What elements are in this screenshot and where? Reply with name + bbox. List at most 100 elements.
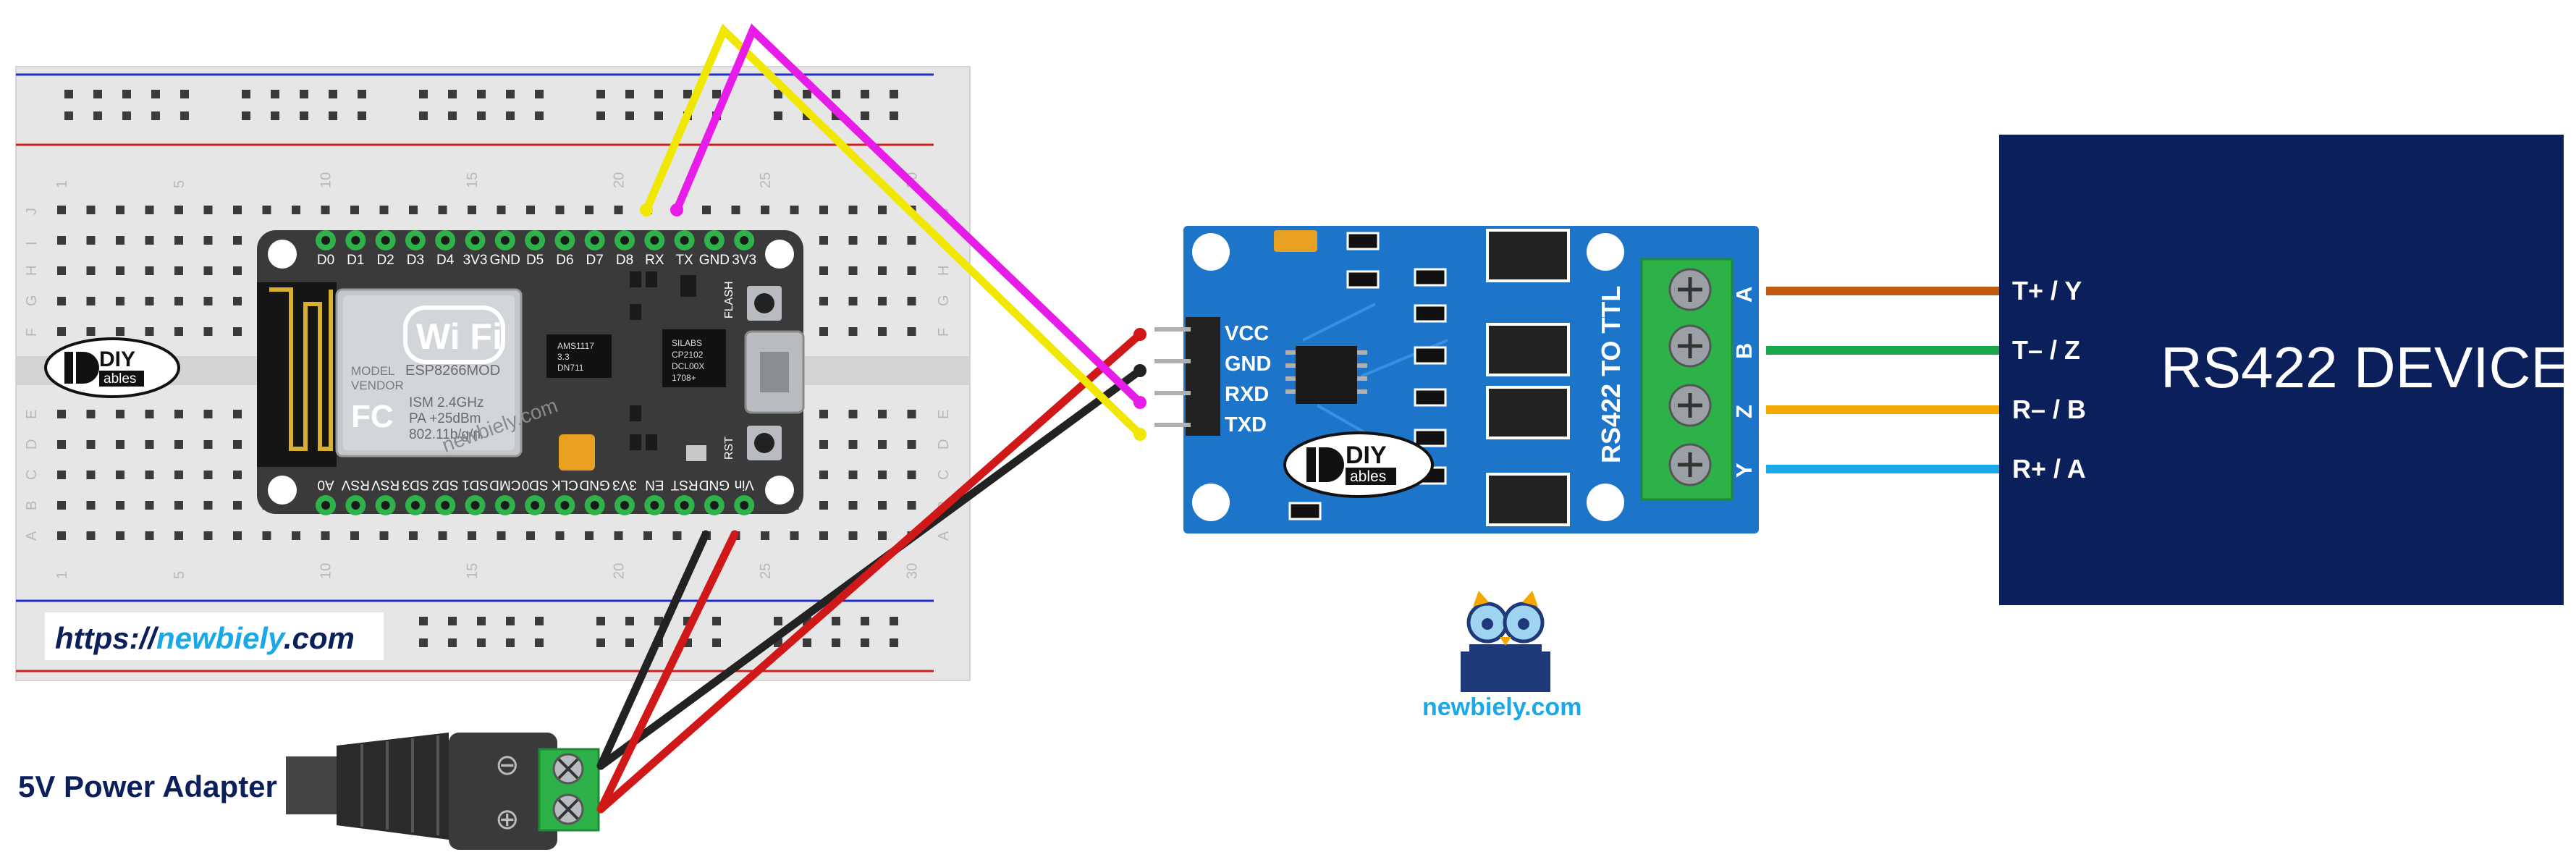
breadboard-hole [848, 471, 858, 479]
diyables-module-sub: ables [1350, 468, 1386, 485]
terminal-b: B [1731, 343, 1757, 359]
breadboard-hole [878, 206, 887, 214]
breadboard-hole [57, 471, 66, 479]
rail-hole [535, 111, 544, 120]
breadboard-hole [848, 327, 858, 336]
rail-hole [122, 90, 131, 98]
column-number: 10 [318, 563, 334, 579]
breadboard-hole [233, 206, 242, 214]
device-wires [1766, 287, 1999, 473]
breadboard-hole [643, 531, 652, 540]
esp-pin-label: Vin [735, 477, 754, 492]
breadboard-hole [878, 531, 887, 540]
rail-hole [448, 638, 457, 647]
breadboard-hole [174, 410, 183, 418]
rail-hole [242, 111, 250, 120]
breadboard-hole [497, 206, 506, 214]
rail-hole [535, 90, 544, 98]
esp-pin-hole [351, 501, 360, 510]
rail-hole [803, 638, 811, 647]
breadboard-hole [848, 297, 858, 305]
rail-hole [596, 111, 605, 120]
breadboard-hole [203, 236, 213, 245]
esp-pin-label: D7 [586, 253, 604, 268]
row-letter: E [936, 410, 952, 419]
breadboard-hole [174, 531, 183, 540]
esp-pin-label: D2 [376, 253, 394, 268]
breadboard-hole [57, 410, 66, 418]
brand-text: newbiely.com [1422, 693, 1582, 721]
breadboard-hole [116, 410, 124, 418]
breadboard-hole [350, 206, 359, 214]
esp-pin-label: TX [675, 253, 693, 268]
rail-hole [712, 638, 721, 647]
device-label-rb: R– / B [2012, 395, 2086, 424]
row-letter: A [24, 531, 40, 541]
esp-pin-hole [590, 501, 599, 510]
breadboard-hole [907, 236, 916, 245]
row-letter: J [24, 208, 40, 215]
rs422-device: RS422 DEVICE T+ / Y T– / Z R– / B R+ / A [1999, 135, 2569, 605]
terminal-y: Y [1731, 463, 1757, 478]
esp-pin-label: CMD [489, 477, 520, 492]
signal-wires [596, 23, 1146, 814]
rail-hole [890, 617, 898, 625]
rail-hole [506, 638, 515, 647]
breadboard-hole [409, 531, 418, 540]
breadboard-hole [174, 266, 183, 275]
url-suffix: .com [284, 621, 355, 655]
esp-pin-label: 3V3 [463, 253, 488, 268]
breadboard-hole [174, 206, 183, 214]
rail-hole [712, 90, 721, 98]
rail-hole [890, 638, 898, 647]
breadboard-hole [848, 440, 858, 449]
breadboard-hole [203, 206, 213, 214]
breadboard-hole [145, 266, 154, 275]
esp-pin-label: GND [699, 477, 730, 492]
column-number: 1 [54, 180, 70, 188]
rail-hole [448, 90, 457, 98]
breadboard-hole [203, 410, 213, 418]
esp-pin-label: GND [699, 253, 730, 268]
chip2-line2: CP2102 [672, 350, 704, 360]
breadboard-hole [350, 531, 359, 540]
diyables-module-text: DIY [1346, 442, 1387, 469]
esp-pin-hole [441, 501, 450, 510]
breadboard-hole [86, 531, 96, 540]
breadboard-hole [438, 206, 447, 214]
rail-hole [448, 111, 457, 120]
breadboard-hole [233, 471, 242, 479]
esp-pin-hole [441, 236, 450, 245]
esp-pin-label: D6 [556, 253, 573, 268]
breadboard-hole [145, 531, 154, 540]
breadboard-hole [702, 206, 711, 214]
breadboard-hole [878, 501, 887, 510]
esp-pin-label: SD2 [432, 477, 459, 492]
rail-hole [596, 90, 605, 98]
breadboard-hole [116, 471, 124, 479]
rail-hole [861, 617, 869, 625]
esp-pin-hole [381, 236, 390, 245]
esp-pin-label: RST [670, 477, 698, 492]
esp8266-board: Wi Fi MODEL VENDOR ESP8266MOD FC ISM 2.4… [257, 230, 805, 515]
breadboard-hole [848, 206, 858, 214]
breadboard-hole [233, 531, 242, 540]
breadboard-hole [145, 440, 154, 449]
breadboard-hole [174, 236, 183, 245]
breadboard-hole [57, 297, 66, 305]
rail-hole [625, 617, 634, 625]
esp-pin-label: RX [645, 253, 664, 268]
breadboard-hole [819, 471, 828, 479]
esp-pin-hole [620, 501, 629, 510]
breadboard-hole [819, 531, 828, 540]
breadboard-hole [174, 440, 183, 449]
breadboard-hole [145, 327, 154, 336]
module-vendor: VENDOR [351, 379, 404, 392]
column-number: 30 [905, 563, 921, 579]
esp-pin-label: RSV [371, 477, 400, 492]
breadboard-hole [819, 327, 828, 336]
esp-pin-hole [709, 501, 719, 510]
rail-hole [477, 111, 486, 120]
